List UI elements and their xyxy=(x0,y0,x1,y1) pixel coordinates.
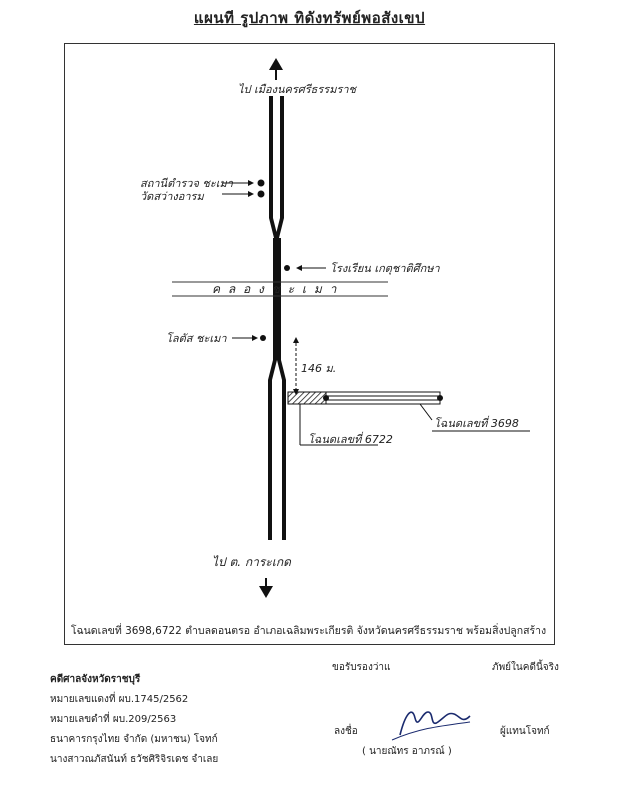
road-upper-right xyxy=(280,96,284,218)
court-name: คดีศาลจังหวัดราชบุรี xyxy=(50,674,141,685)
label-canal: ค ล อ ง ช ะ เ ม า xyxy=(212,282,338,296)
road-split-right xyxy=(277,360,286,380)
road-upper-left xyxy=(269,96,273,218)
true-copy-text: ภัพย์ในคดีนี้จริง xyxy=(492,662,559,673)
page-title: แผนที รูปภาพ ทิดังทรัพย์พอสังเขป xyxy=(193,9,426,27)
label-school: โรงเรียน เกตุชาติศึกษา xyxy=(330,262,441,275)
map-caption: โฉนดเลขที่ 3698,6722 ตำบลดอนตรอ อำเภอเฉล… xyxy=(70,625,547,637)
road-lower-right xyxy=(282,380,286,540)
label-deed-6722: โฉนดเลขที่ 6722 xyxy=(308,431,393,446)
parcel-3698 xyxy=(325,391,441,405)
arrow-icon xyxy=(296,265,302,271)
arrow-icon xyxy=(248,180,254,186)
road-merge-left xyxy=(269,218,278,238)
temple-marker-icon xyxy=(257,190,265,198)
label-police: สถานีตำรวจ ชะเมา xyxy=(140,177,234,190)
label-temple: วัดสว่างอารม xyxy=(140,190,204,203)
sign-label: ลงชื่อ xyxy=(334,726,358,737)
signature-icon xyxy=(399,711,471,736)
certify-text: ขอรับรองว่าแ xyxy=(332,662,391,673)
road-merge-right xyxy=(275,218,284,238)
parcel-6722 xyxy=(287,391,327,405)
map-frame xyxy=(64,43,555,645)
north-arrow-icon xyxy=(269,58,283,70)
black-case-number: หมายเลขแดงที่ ผบ.1745/2562 xyxy=(50,694,189,705)
road-lower-left xyxy=(268,380,272,540)
south-arrow-icon xyxy=(259,586,273,598)
red-case-number: หมายเลขดำที่ ผบ.209/2563 xyxy=(50,714,177,725)
defendant: นางสาวณภัสนันท์ ธวัชศิริจิรเดช จำเลย xyxy=(50,754,219,765)
road-middle xyxy=(273,238,281,360)
school-marker-icon xyxy=(284,265,290,271)
label-north: ไป เมืองนครศรีธรรมราช xyxy=(238,83,358,96)
label-south: ไป ต. การะเกด xyxy=(212,555,292,569)
lotus-marker-icon xyxy=(260,335,266,341)
signer-role: ผู้แทนโจทก์ xyxy=(500,726,550,737)
signature-underline xyxy=(391,721,471,741)
arrow-icon xyxy=(248,191,254,197)
label-deed-3698: โฉนดเลขที่ 3698 xyxy=(434,415,519,430)
arrow-icon xyxy=(252,335,258,341)
road-split-left xyxy=(268,360,277,380)
label-lotus: โลตัส ชะเมา xyxy=(166,332,227,345)
signer-name: ( นายณัทร อาภรณ์ ) xyxy=(362,746,452,757)
deed-3698-leader xyxy=(419,403,433,421)
label-distance: 146 ม. xyxy=(301,362,336,375)
plaintiff: ธนาคารกรุงไทย จำกัด (มหาชน) โจทก์ xyxy=(50,734,218,745)
police-marker-icon xyxy=(257,179,265,187)
